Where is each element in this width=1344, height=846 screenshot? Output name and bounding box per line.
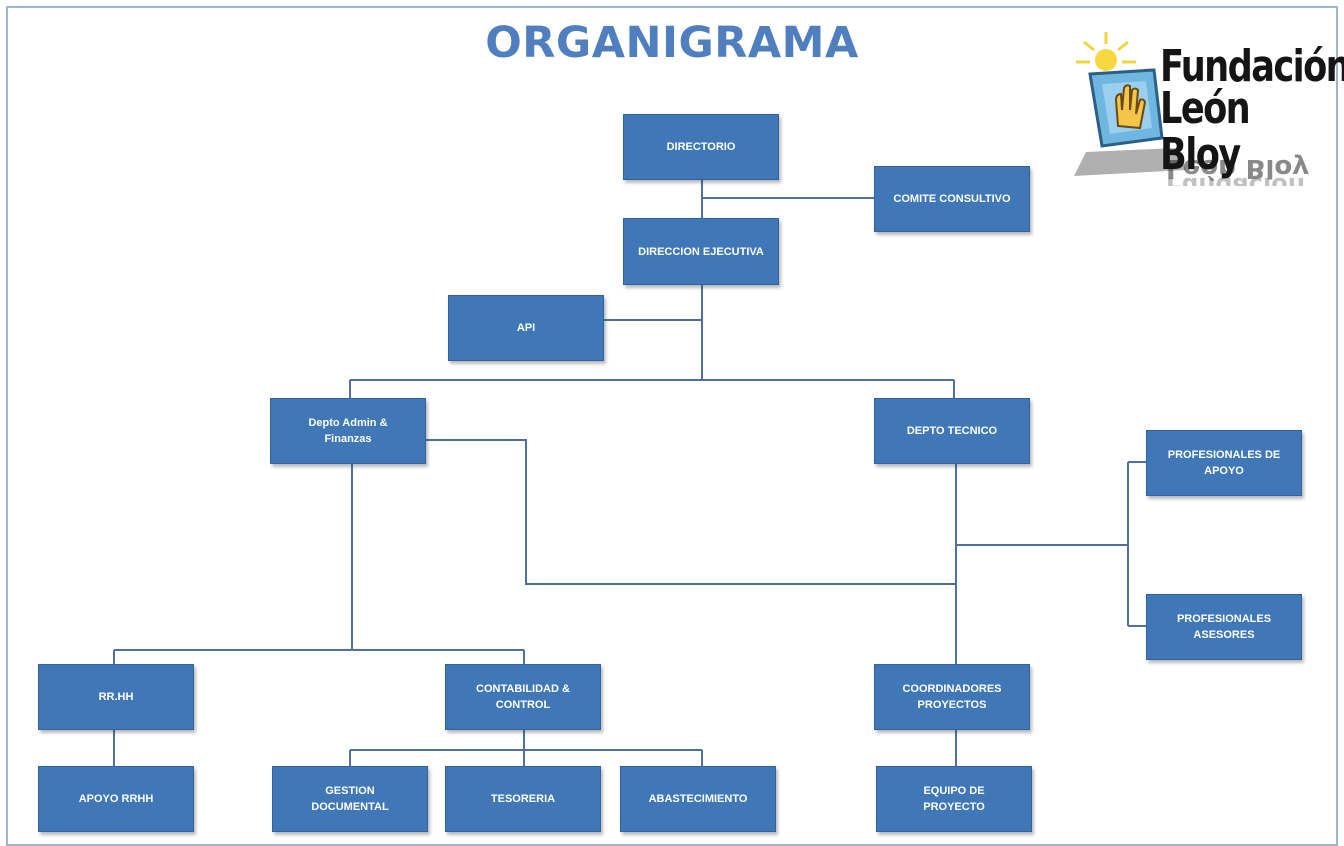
node-apoyo-rrhh: APOYO RRHH — [38, 766, 194, 832]
node-abastecimiento: ABASTECIMIENTO — [620, 766, 776, 832]
logo-text-line2: León Bloy — [1160, 83, 1251, 180]
node-profesionales-apoyo-label: PROFESIONALES DE APOYO — [1167, 449, 1281, 477]
node-directorio: DIRECTORIO — [623, 114, 779, 180]
svg-text:Fundación: Fundación — [1166, 172, 1305, 186]
node-coordinadores-label: COORDINADORES PROYECTOS — [902, 683, 1002, 711]
node-comite-consultivo: COMITE CONSULTIVO — [874, 166, 1030, 232]
node-equipo-proyecto: EQUIPO DE PROYECTO — [876, 766, 1032, 832]
node-gestion-documental: GESTION DOCUMENTAL — [272, 766, 428, 832]
node-profesionales-asesores-label: PROFESIONALES ASESORES — [1176, 613, 1272, 641]
node-rrhh-label: RR.HH — [98, 691, 134, 703]
node-tesoreria: TESORERIA — [445, 766, 601, 832]
chart-title: ORGANIGRAMA — [485, 18, 859, 68]
hand-sun-logo-icon: León Bloy Fundación — [1074, 32, 1309, 186]
node-comite-consultivo-label: COMITE CONSULTIVO — [893, 193, 1011, 205]
node-api: API — [448, 295, 604, 361]
node-abastecimiento-label: ABASTECIMIENTO — [648, 793, 748, 805]
node-contabilidad: CONTABILIDAD & CONTROL — [445, 664, 601, 730]
node-coordinadores: COORDINADORES PROYECTOS — [874, 664, 1030, 730]
node-depto-tecnico: DEPTO TECNICO — [874, 398, 1030, 464]
node-profesionales-apoyo: PROFESIONALES DE APOYO — [1146, 430, 1302, 496]
line-admin-tecnico-link — [426, 439, 956, 585]
node-depto-admin: Depto Admin & Finanzas — [270, 398, 426, 464]
node-api-label: API — [516, 322, 536, 334]
node-profesionales-asesores: PROFESIONALES ASESORES — [1146, 594, 1302, 660]
node-apoyo-rrhh-label: APOYO RRHH — [78, 793, 154, 805]
node-directorio-label: DIRECTORIO — [666, 141, 736, 153]
node-gestion-documental-label: GESTION DOCUMENTAL — [311, 785, 389, 813]
node-tesoreria-label: TESORERIA — [490, 793, 556, 805]
node-direccion-ejecutiva: DIRECCION EJECUTIVA — [623, 218, 779, 285]
node-equipo-proyecto-label: EQUIPO DE PROYECTO — [923, 785, 985, 813]
node-rrhh: RR.HH — [38, 664, 194, 730]
node-depto-tecnico-label: DEPTO TECNICO — [906, 425, 998, 437]
node-contabilidad-label: CONTABILIDAD & CONTROL — [476, 683, 570, 711]
svg-text:León Bloy: León Bloy — [1166, 153, 1309, 183]
node-direccion-ejecutiva-label: DIRECCION EJECUTIVA — [638, 245, 764, 258]
node-depto-admin-label: Depto Admin & Finanzas — [308, 417, 388, 445]
